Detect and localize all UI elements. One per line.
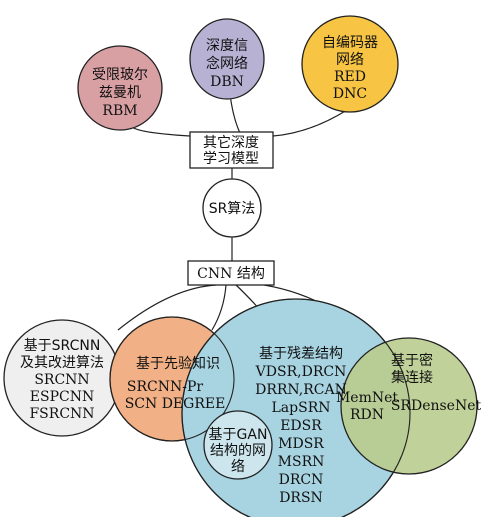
prior-label-3: SCN DEGREE <box>125 396 226 412</box>
red-node <box>301 15 399 113</box>
rbm-label-3: RBM <box>102 103 137 119</box>
sr-algorithm-node <box>202 178 262 238</box>
residual-label-3: DRRN,RCAN <box>255 382 347 398</box>
rbm-node <box>77 45 163 131</box>
residual-label-4: LapSRN <box>272 400 331 416</box>
prior-label-2: SRCNN-Pr <box>127 379 203 395</box>
line-red-other <box>272 109 348 137</box>
residual-label-8: DRCN <box>279 472 324 488</box>
line-dbn-other <box>229 93 241 134</box>
dense-label-3: MemNet <box>336 390 398 406</box>
dense-label-5: SRDenseNet <box>391 398 482 414</box>
dense-label-4: RDN <box>350 407 384 423</box>
srcnn-label-3: SRCNN <box>34 372 89 388</box>
gan-node <box>203 410 273 480</box>
dbn-label-1: 深度信 <box>206 38 248 54</box>
rbm-label-1: 受限玻尔 <box>92 67 148 83</box>
dense-label-1: 基于密 <box>391 352 433 369</box>
other-models-label-1: 其它深度 <box>203 134 259 151</box>
red-label-2: 网络 <box>336 52 364 68</box>
line-cnn-prior <box>211 284 227 331</box>
line-rbm-other <box>131 126 191 137</box>
cnn-structure-label: CNN 结构 <box>197 266 265 282</box>
prior-label-1: 基于先验知识 <box>136 355 220 372</box>
dense-node <box>340 337 478 475</box>
residual-label-5: EDSR <box>280 418 322 434</box>
red-label-4: DNC <box>333 86 367 102</box>
residual-outline <box>181 298 411 517</box>
dbn-label-3: DBN <box>210 74 244 90</box>
residual-label-2: VDSR,DRCN <box>255 364 347 380</box>
residual-label-6: MDSR <box>278 436 324 452</box>
srcnn-label-1: 基于SRCNN <box>24 337 101 354</box>
dbn-label-2: 念网络 <box>206 55 248 72</box>
residual-label-7: MSRN <box>278 454 325 470</box>
srcnn-label-2: 及其改进算法 <box>20 355 104 371</box>
prior-outline <box>109 316 235 442</box>
gan-label-2: 结构的网 <box>210 443 266 459</box>
line-cnn-srcnn <box>117 284 217 331</box>
residual-label-9: DRSN <box>279 490 323 506</box>
srcnn-label-4: ESPCNN <box>30 389 94 405</box>
red-label-3: RED <box>334 69 366 85</box>
srcnn-label-5: FSRCNN <box>29 406 94 422</box>
other-models-label-2: 学习模型 <box>203 151 259 167</box>
gan-label-3: 络 <box>231 459 245 475</box>
dbn-node <box>189 18 265 100</box>
other-models-box <box>189 131 274 169</box>
cnn-structure-box <box>187 260 275 286</box>
residual-label-1: 基于残差结构 <box>259 345 343 362</box>
rbm-label-2: 兹曼机 <box>99 85 141 101</box>
gan-label-1: 基于GAN <box>209 426 268 443</box>
sr-algorithm-label: SR算法 <box>209 201 256 217</box>
red-label-1: 自编码器 <box>322 35 378 51</box>
dense-label-2: 集连接 <box>391 369 433 386</box>
